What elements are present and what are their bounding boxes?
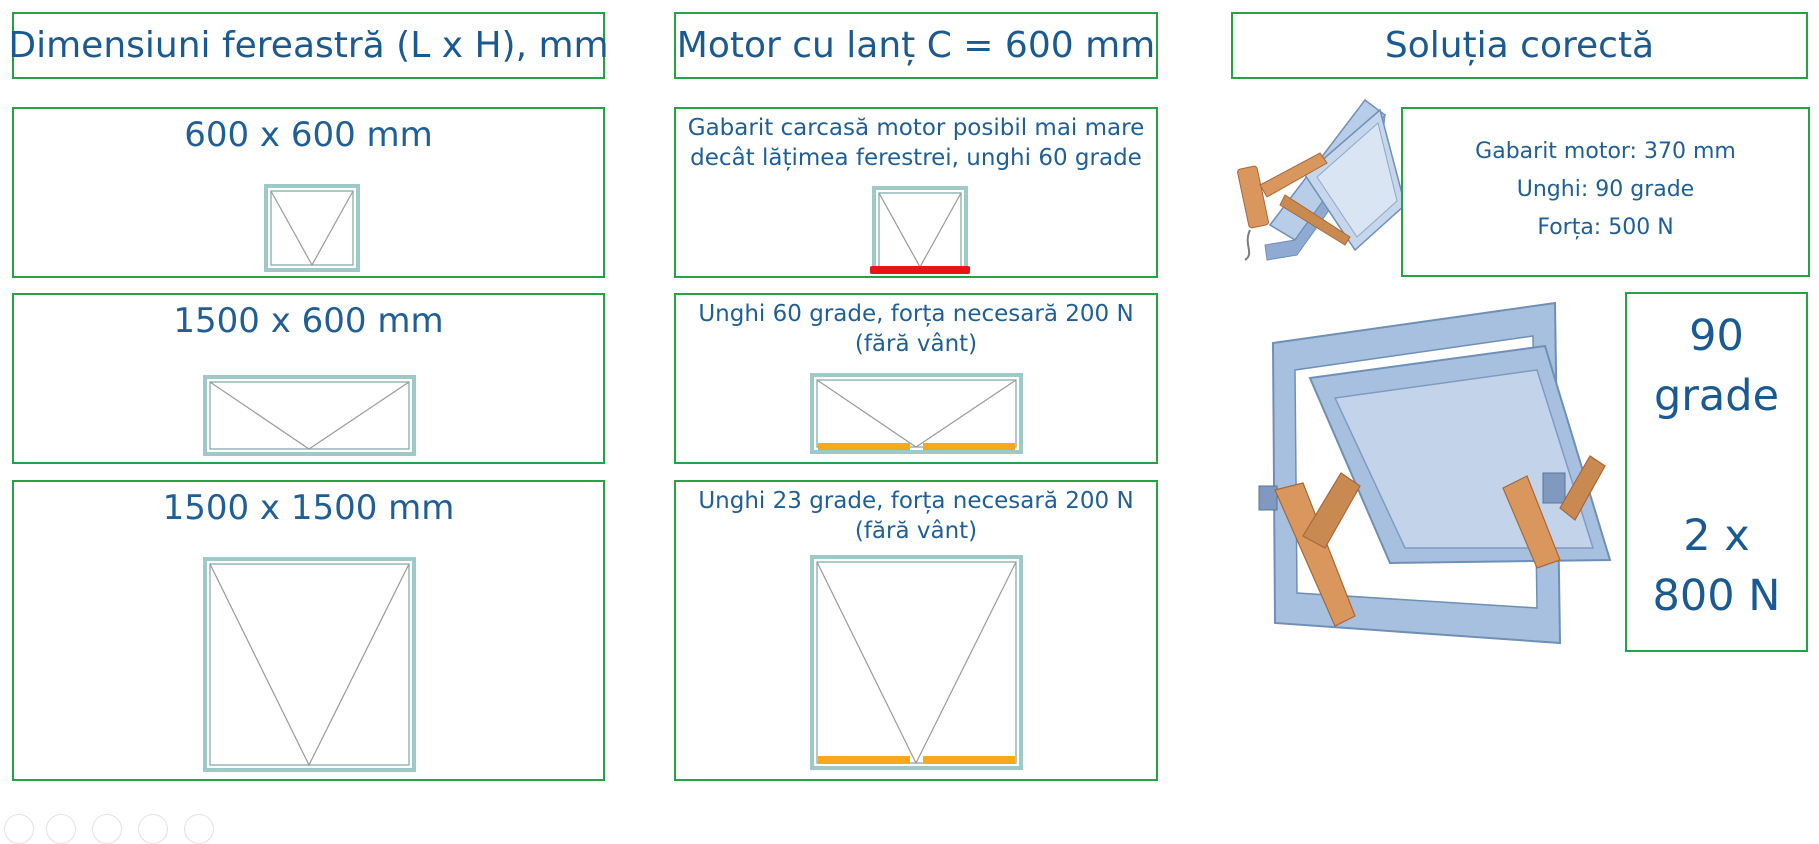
result-force-value: 800 N (1652, 571, 1781, 621)
link-icon[interactable] (46, 814, 76, 844)
window-size-label: 1500 x 600 mm (173, 301, 444, 341)
motor-size-spec: Gabarit motor: 370 mm (1475, 139, 1736, 164)
solution-column-title: Soluția corectă (1384, 25, 1655, 66)
angle-spec: Unghi: 90 grade (1516, 177, 1695, 202)
window-frame-icon (264, 184, 360, 272)
motor-note: Unghi 23 grade, forța necesară 200 N (fă… (698, 488, 1134, 544)
window-size-label: 1500 x 1500 mm (162, 488, 455, 528)
chain-motor-bar-icon (818, 443, 910, 450)
share-icon[interactable] (4, 814, 34, 844)
motor-column-header: Motor cu lanț C = 600 mm (674, 12, 1158, 79)
motor-column-title: Motor cu lanț C = 600 mm (676, 25, 1156, 66)
chain-motor-bar-icon (818, 756, 910, 764)
window-with-two-actuators-icon (1258, 301, 1612, 645)
result-force-count: 2 x (1683, 511, 1750, 561)
open-window-actuator-icon (1237, 98, 1406, 261)
motor-note: Unghi 60 grade, forța necesară 200 N (fă… (698, 301, 1134, 357)
window-frame-icon (810, 373, 1023, 454)
dimension-card-large: 1500 x 1500 mm (12, 480, 605, 781)
dimension-card-small: 600 x 600 mm (12, 107, 605, 278)
chain-motor-bar-icon (870, 266, 970, 274)
solution-spec-box: Gabarit motor: 370 mm Unghi: 90 grade Fo… (1401, 107, 1810, 277)
force-spec: Forța: 500 N (1537, 215, 1674, 240)
solution-result-box: 90 grade 2 x 800 N (1625, 292, 1808, 652)
result-angle-value: 90 (1689, 311, 1744, 361)
window-frame-icon (870, 186, 970, 274)
result-angle-unit: grade (1653, 371, 1780, 421)
window-frame-icon (203, 375, 416, 456)
more-icon[interactable] (184, 814, 214, 844)
pin-icon[interactable] (138, 814, 168, 844)
chain-motor-bar-icon (923, 756, 1015, 764)
bookmark-icon[interactable] (92, 814, 122, 844)
chain-motor-bar-icon (923, 443, 1015, 450)
solution-column-header: Soluția corectă (1231, 12, 1808, 79)
dimensions-column-header: Dimensiuni fereastră (L x H), mm (8, 12, 609, 79)
dimensions-column-title: Dimensiuni fereastră (L x H), mm (8, 25, 609, 66)
window-size-label: 600 x 600 mm (184, 115, 433, 155)
window-frame-icon (203, 557, 416, 772)
dimension-card-wide: 1500 x 600 mm (12, 293, 605, 464)
motor-card-large: Unghi 23 grade, forța necesară 200 N (fă… (674, 480, 1158, 781)
motor-card-wide: Unghi 60 grade, forța necesară 200 N (fă… (674, 293, 1158, 464)
motor-card-small: Gabarit carcasă motor posibil mai mare d… (674, 107, 1158, 278)
motor-note: Gabarit carcasă motor posibil mai mare d… (687, 115, 1145, 171)
window-frame-icon (810, 555, 1023, 770)
